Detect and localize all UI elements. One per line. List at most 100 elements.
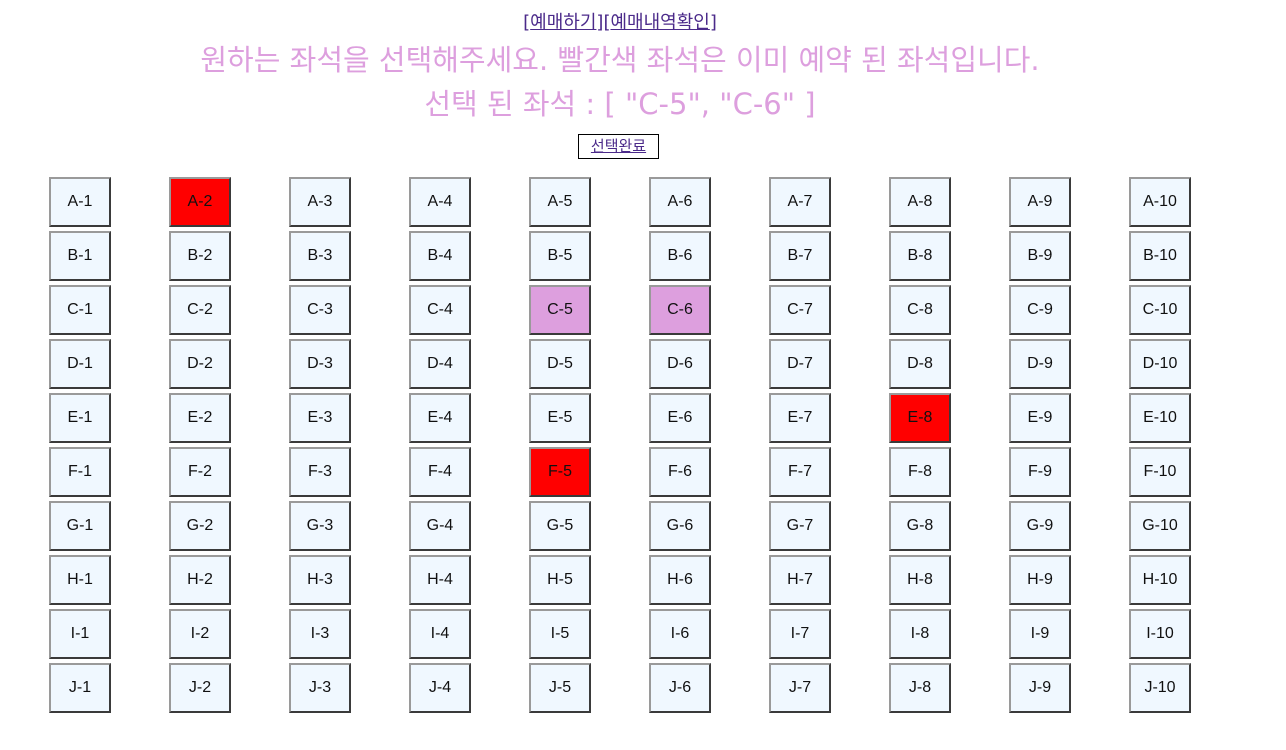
seat-f-4[interactable]: F-4: [409, 447, 471, 497]
seat-c-4[interactable]: C-4: [409, 285, 471, 335]
seat-b-1[interactable]: B-1: [49, 231, 111, 281]
seat-f-1[interactable]: F-1: [49, 447, 111, 497]
seat-f-2[interactable]: F-2: [169, 447, 231, 497]
seat-g-2[interactable]: G-2: [169, 501, 231, 551]
seat-e-1[interactable]: E-1: [49, 393, 111, 443]
seat-c-2[interactable]: C-2: [169, 285, 231, 335]
seat-h-7[interactable]: H-7: [769, 555, 831, 605]
seat-i-9[interactable]: I-9: [1009, 609, 1071, 659]
seat-b-4[interactable]: B-4: [409, 231, 471, 281]
seat-g-6[interactable]: G-6: [649, 501, 711, 551]
seat-a-2[interactable]: A-2: [169, 177, 231, 227]
seat-d-3[interactable]: D-3: [289, 339, 351, 389]
seat-g-3[interactable]: G-3: [289, 501, 351, 551]
seat-i-3[interactable]: I-3: [289, 609, 351, 659]
seat-g-8[interactable]: G-8: [889, 501, 951, 551]
seat-f-3[interactable]: F-3: [289, 447, 351, 497]
seat-d-1[interactable]: D-1: [49, 339, 111, 389]
seat-b-2[interactable]: B-2: [169, 231, 231, 281]
seat-f-6[interactable]: F-6: [649, 447, 711, 497]
seat-d-10[interactable]: D-10: [1129, 339, 1191, 389]
seat-b-5[interactable]: B-5: [529, 231, 591, 281]
seat-j-8[interactable]: J-8: [889, 663, 951, 713]
seat-e-7[interactable]: E-7: [769, 393, 831, 443]
seat-h-5[interactable]: H-5: [529, 555, 591, 605]
seat-e-4[interactable]: E-4: [409, 393, 471, 443]
seat-e-9[interactable]: E-9: [1009, 393, 1071, 443]
seat-h-9[interactable]: H-9: [1009, 555, 1071, 605]
seat-f-10[interactable]: F-10: [1129, 447, 1191, 497]
seat-a-5[interactable]: A-5: [529, 177, 591, 227]
seat-d-9[interactable]: D-9: [1009, 339, 1071, 389]
seat-i-10[interactable]: I-10: [1129, 609, 1191, 659]
seat-j-4[interactable]: J-4: [409, 663, 471, 713]
seat-j-7[interactable]: J-7: [769, 663, 831, 713]
seat-f-8[interactable]: F-8: [889, 447, 951, 497]
seat-h-10[interactable]: H-10: [1129, 555, 1191, 605]
seat-e-2[interactable]: E-2: [169, 393, 231, 443]
booking-history-link[interactable]: 예매내역확인: [610, 12, 710, 33]
seat-f-5[interactable]: F-5: [529, 447, 591, 497]
selection-complete-button[interactable]: 선택완료: [578, 134, 659, 159]
seat-i-8[interactable]: I-8: [889, 609, 951, 659]
seat-b-7[interactable]: B-7: [769, 231, 831, 281]
seat-j-6[interactable]: J-6: [649, 663, 711, 713]
seat-b-8[interactable]: B-8: [889, 231, 951, 281]
seat-d-2[interactable]: D-2: [169, 339, 231, 389]
seat-e-6[interactable]: E-6: [649, 393, 711, 443]
seat-j-10[interactable]: J-10: [1129, 663, 1191, 713]
seat-c-10[interactable]: C-10: [1129, 285, 1191, 335]
seat-i-2[interactable]: I-2: [169, 609, 231, 659]
seat-a-10[interactable]: A-10: [1129, 177, 1191, 227]
seat-c-8[interactable]: C-8: [889, 285, 951, 335]
seat-a-7[interactable]: A-7: [769, 177, 831, 227]
seat-c-6[interactable]: C-6: [649, 285, 711, 335]
seat-i-6[interactable]: I-6: [649, 609, 711, 659]
seat-a-3[interactable]: A-3: [289, 177, 351, 227]
seat-g-7[interactable]: G-7: [769, 501, 831, 551]
seat-j-9[interactable]: J-9: [1009, 663, 1071, 713]
seat-j-1[interactable]: J-1: [49, 663, 111, 713]
seat-j-3[interactable]: J-3: [289, 663, 351, 713]
seat-d-5[interactable]: D-5: [529, 339, 591, 389]
seat-a-8[interactable]: A-8: [889, 177, 951, 227]
seat-g-10[interactable]: G-10: [1129, 501, 1191, 551]
seat-d-4[interactable]: D-4: [409, 339, 471, 389]
seat-c-9[interactable]: C-9: [1009, 285, 1071, 335]
seat-e-5[interactable]: E-5: [529, 393, 591, 443]
seat-c-1[interactable]: C-1: [49, 285, 111, 335]
seat-i-7[interactable]: I-7: [769, 609, 831, 659]
seat-c-7[interactable]: C-7: [769, 285, 831, 335]
seat-h-3[interactable]: H-3: [289, 555, 351, 605]
seat-c-3[interactable]: C-3: [289, 285, 351, 335]
seat-g-1[interactable]: G-1: [49, 501, 111, 551]
seat-e-3[interactable]: E-3: [289, 393, 351, 443]
seat-b-3[interactable]: B-3: [289, 231, 351, 281]
booking-link[interactable]: 예매하기: [530, 12, 597, 33]
seat-h-4[interactable]: H-4: [409, 555, 471, 605]
seat-f-7[interactable]: F-7: [769, 447, 831, 497]
seat-h-6[interactable]: H-6: [649, 555, 711, 605]
seat-b-10[interactable]: B-10: [1129, 231, 1191, 281]
seat-h-8[interactable]: H-8: [889, 555, 951, 605]
seat-b-6[interactable]: B-6: [649, 231, 711, 281]
seat-g-9[interactable]: G-9: [1009, 501, 1071, 551]
seat-i-5[interactable]: I-5: [529, 609, 591, 659]
seat-a-9[interactable]: A-9: [1009, 177, 1071, 227]
seat-h-1[interactable]: H-1: [49, 555, 111, 605]
seat-j-5[interactable]: J-5: [529, 663, 591, 713]
seat-f-9[interactable]: F-9: [1009, 447, 1071, 497]
seat-i-1[interactable]: I-1: [49, 609, 111, 659]
seat-g-5[interactable]: G-5: [529, 501, 591, 551]
seat-d-8[interactable]: D-8: [889, 339, 951, 389]
seat-c-5[interactable]: C-5: [529, 285, 591, 335]
seat-a-1[interactable]: A-1: [49, 177, 111, 227]
seat-d-7[interactable]: D-7: [769, 339, 831, 389]
seat-b-9[interactable]: B-9: [1009, 231, 1071, 281]
seat-h-2[interactable]: H-2: [169, 555, 231, 605]
seat-i-4[interactable]: I-4: [409, 609, 471, 659]
seat-e-8[interactable]: E-8: [889, 393, 951, 443]
seat-a-4[interactable]: A-4: [409, 177, 471, 227]
seat-d-6[interactable]: D-6: [649, 339, 711, 389]
seat-g-4[interactable]: G-4: [409, 501, 471, 551]
